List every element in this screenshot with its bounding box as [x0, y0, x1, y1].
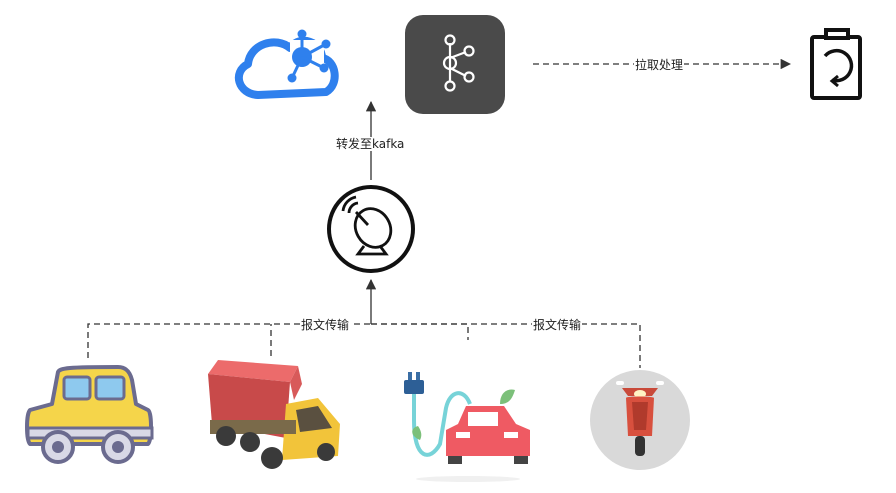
bus-ev: [371, 323, 469, 340]
report-label-right: 报文传输: [532, 318, 583, 332]
delivery-truck-icon: [208, 360, 340, 469]
pull-label: 拉取处理: [634, 58, 685, 72]
report-label-left: 报文传输: [300, 318, 351, 332]
cloud-network-icon: [234, 29, 339, 99]
clipboard-refresh-icon: [810, 28, 862, 100]
scooter-icon: [590, 370, 690, 470]
yellow-car-icon: [25, 365, 154, 464]
bus-scooter: [371, 323, 641, 368]
electric-car-icon: [404, 372, 530, 482]
bus-car: [87, 323, 371, 358]
satellite-dish-icon: [327, 185, 415, 273]
forward-label: 转发至kafka: [335, 137, 406, 151]
kafka-icon: [405, 15, 505, 114]
report-bus: [87, 323, 641, 368]
